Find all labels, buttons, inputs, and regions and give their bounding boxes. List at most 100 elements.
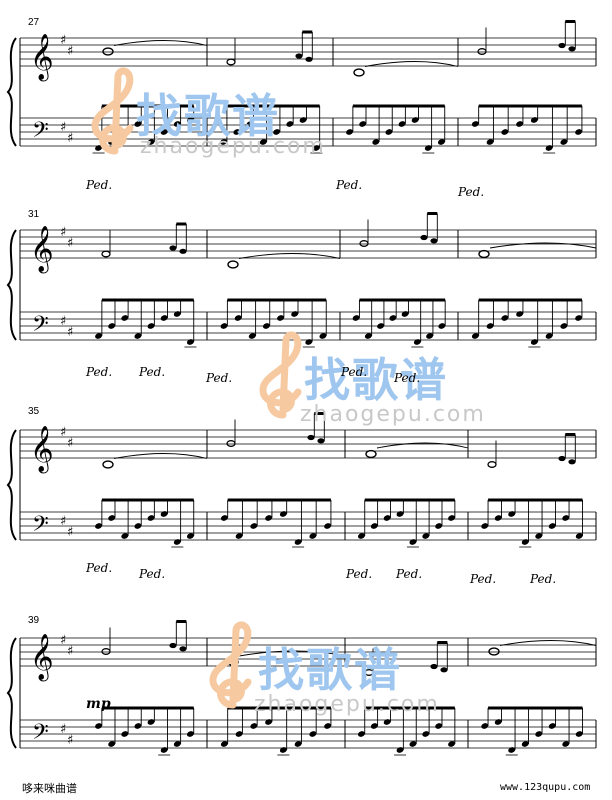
pedal-mark: Ped.: [341, 365, 368, 379]
note-head: [160, 129, 168, 135]
pedal-mark: Ped.: [336, 178, 363, 192]
note-head: [179, 248, 187, 254]
note-head: [121, 315, 129, 321]
brace: [6, 37, 17, 147]
pedal-mark: Ped.: [86, 561, 113, 575]
pedal-mark: Ped.: [346, 567, 373, 581]
note-head: [134, 523, 142, 529]
note-head: [234, 315, 242, 321]
tie: [499, 640, 597, 646]
note-head: [545, 145, 553, 151]
tie: [113, 40, 208, 46]
note-head: [147, 719, 155, 725]
pedal-mark: Ped.: [530, 572, 557, 586]
tie: [113, 453, 208, 459]
whole-note: [365, 449, 377, 459]
note-head: [486, 323, 494, 329]
note-head: [235, 533, 243, 539]
sharp-icon: ♯: [67, 44, 73, 59]
tie: [489, 242, 597, 249]
note-head: [422, 731, 430, 737]
dynamic-marking: mp: [86, 696, 111, 712]
note-head: [324, 523, 332, 529]
note-head: [548, 723, 556, 729]
note-head: [558, 455, 566, 462]
note-head: [568, 459, 576, 465]
pedal-mark: Ped.: [86, 178, 113, 192]
note-head: [560, 139, 568, 145]
sharp-icon: ♯: [60, 514, 66, 529]
note-head: [437, 139, 445, 145]
watermark-url-text: zhaogepu.com: [300, 402, 486, 427]
note-head: [377, 323, 385, 329]
note-head: [420, 234, 428, 241]
note-head: [430, 663, 438, 670]
note-head: [548, 523, 556, 529]
note-head: [291, 311, 299, 317]
note-head: [248, 333, 256, 339]
note-head: [530, 339, 538, 345]
pedal-mark: Ped.: [396, 567, 423, 581]
note-head: [108, 741, 116, 747]
note-head: [147, 323, 155, 329]
note-head: [430, 238, 438, 244]
tie: [238, 253, 341, 259]
note-head: [501, 129, 509, 135]
note-head: [95, 145, 103, 151]
note-head: [233, 129, 241, 135]
pedal-mark: Ped.: [394, 371, 421, 385]
note-head: [383, 515, 391, 521]
note-head: [357, 731, 365, 737]
note-head: [494, 515, 502, 521]
note-head: [179, 646, 187, 652]
note-head: [173, 741, 181, 747]
note-head: [186, 339, 194, 345]
note-head: [220, 741, 228, 747]
note-head: [435, 523, 443, 529]
note-head: [560, 323, 568, 329]
note-head: [246, 121, 254, 127]
note-head: [324, 723, 332, 729]
note-head: [370, 723, 378, 729]
note-head: [438, 323, 446, 329]
note-head: [220, 515, 228, 521]
note-head: [413, 339, 421, 345]
whole-note: [478, 249, 490, 259]
whole-note: [102, 460, 114, 469]
watermark-url-text: zhaogepu.com: [140, 134, 326, 159]
note-head: [186, 533, 194, 539]
note-head: [530, 117, 538, 123]
watermark-cn-text: 找歌谱: [136, 89, 280, 143]
note-head: [426, 333, 434, 339]
note-head: [262, 323, 270, 329]
note-head: [277, 315, 285, 321]
note-head: [134, 121, 142, 127]
note-head: [147, 515, 155, 521]
measure-number: 35: [28, 406, 40, 417]
watermark-cn-text: 找歌谱: [258, 643, 402, 697]
note-head: [575, 731, 583, 737]
pedal-mark: Ped.: [206, 371, 233, 385]
note-head: [568, 46, 576, 52]
note-head: [95, 523, 103, 529]
measure-number: 31: [28, 209, 40, 220]
note-head: [448, 741, 456, 747]
note-head: [409, 741, 417, 747]
measure-number: 27: [28, 17, 40, 28]
brace: [6, 429, 17, 541]
treble-clef-watermark-icon: [209, 621, 252, 709]
sharp-icon: ♯: [67, 325, 73, 340]
note-head: [396, 747, 404, 753]
note-head: [389, 315, 397, 321]
half-note: [359, 240, 369, 247]
note-head: [424, 145, 432, 151]
watermark-cn-text: 找歌谱: [304, 353, 448, 407]
half-note: [101, 250, 111, 258]
sharp-icon: ♯: [60, 425, 66, 440]
note-head: [545, 333, 553, 339]
pedal-mark: Ped.: [470, 572, 497, 586]
note-head: [481, 523, 489, 529]
note-head: [294, 539, 302, 545]
note-head: [508, 747, 516, 753]
